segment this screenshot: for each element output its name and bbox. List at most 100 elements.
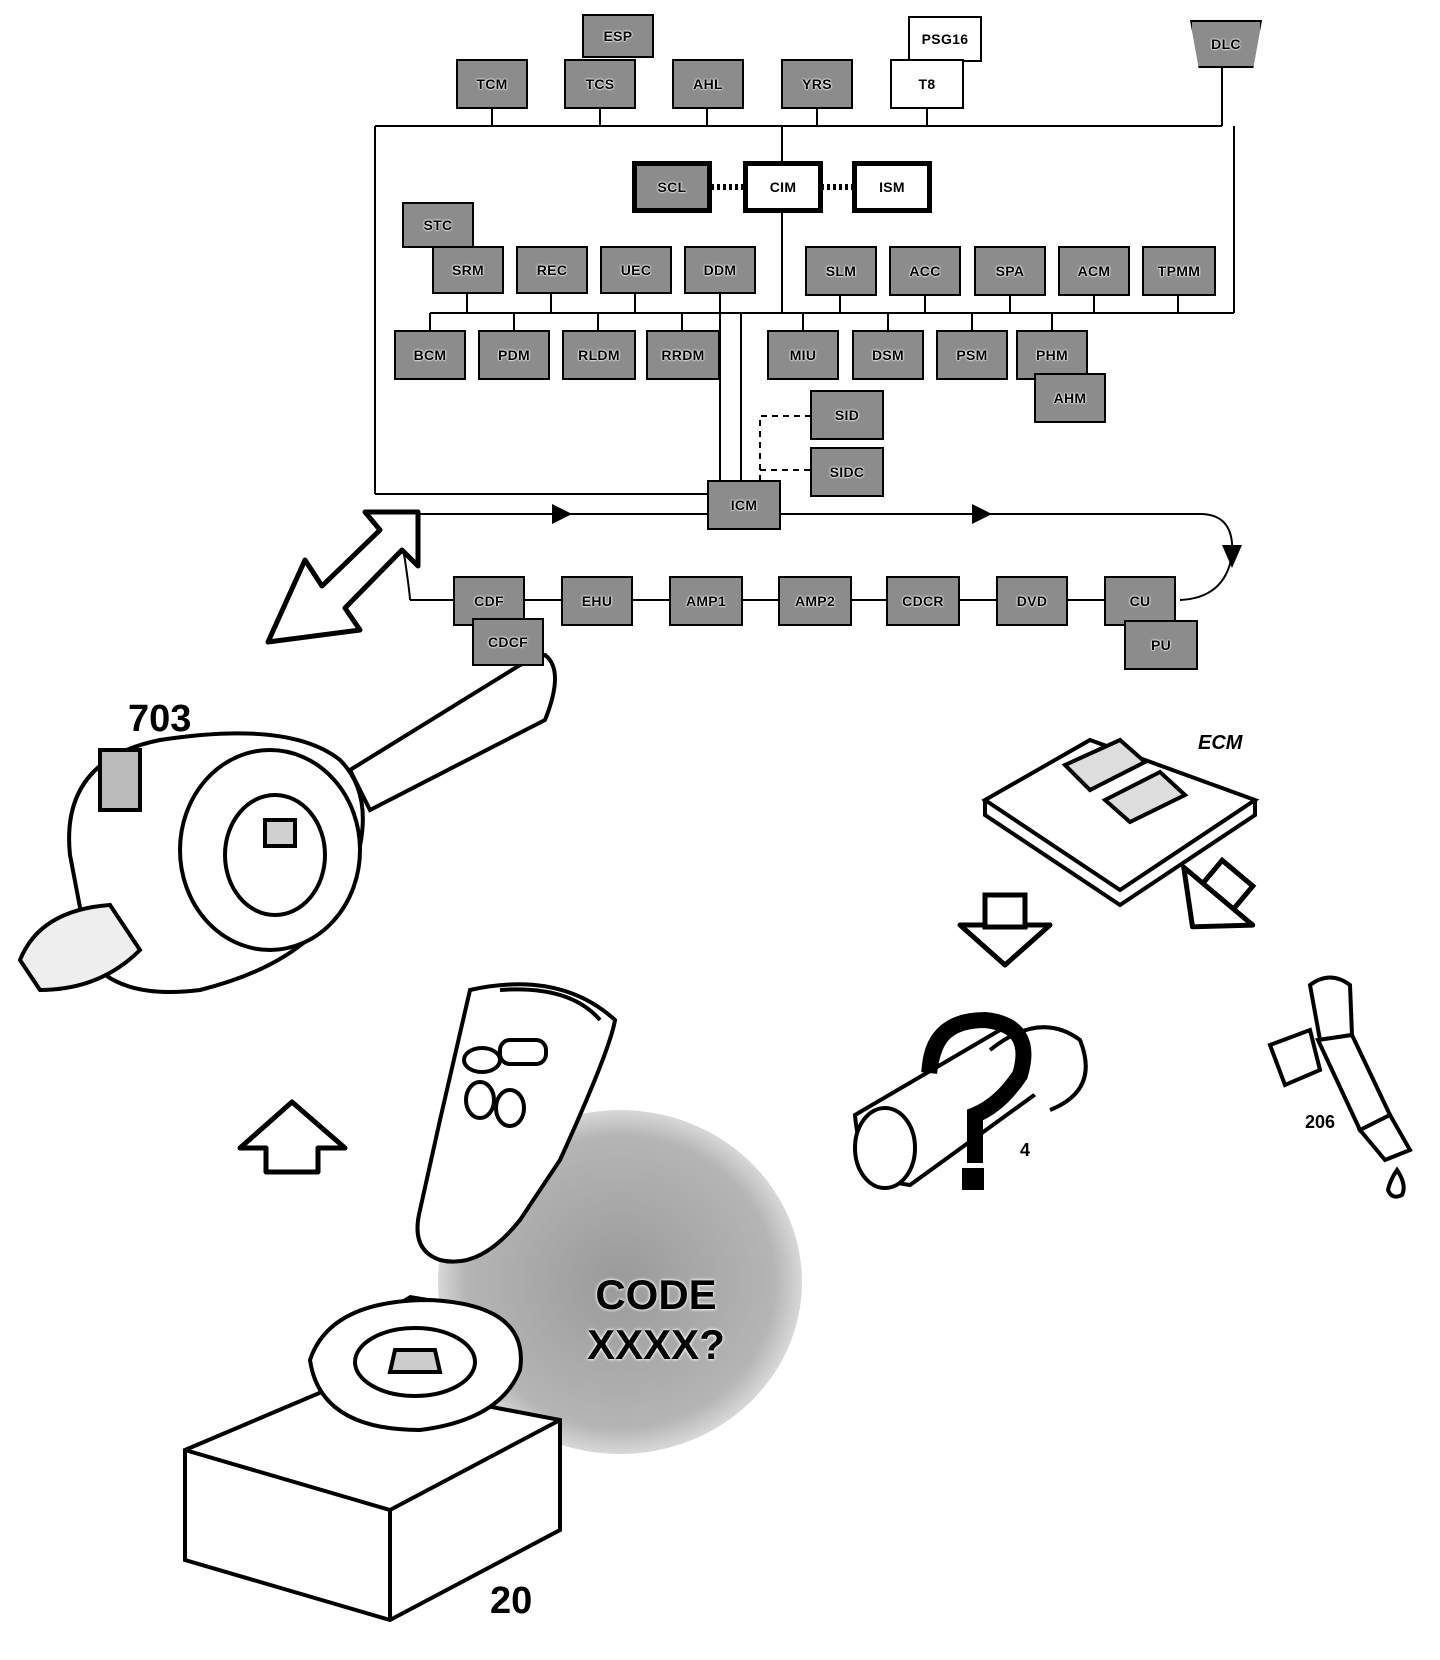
module-acm-label: ACM [1077, 263, 1111, 279]
module-esp-label: ESP [603, 28, 633, 44]
module-icm: ICM [707, 480, 781, 530]
question-mark-icon [921, 1011, 1032, 1163]
module-psg16: PSG16 [908, 16, 982, 62]
ignition-switch-icon [183, 1297, 562, 1623]
module-icm-label: ICM [730, 497, 758, 513]
up-arrow-icon [237, 1099, 348, 1175]
module-tpmm-label: TPMM [1157, 263, 1201, 279]
injector-number: 206 [1305, 1112, 1336, 1132]
module-slm-label: SLM [825, 263, 857, 279]
module-acc-label: ACC [909, 263, 941, 279]
code-prompt: CODE XXXX? [576, 1270, 736, 1370]
ecm-label: ECM [1198, 732, 1243, 754]
module-bcm: BCM [394, 330, 466, 380]
starter-motor-number: 4 [1020, 1140, 1031, 1160]
module-scl: SCL [632, 161, 712, 213]
module-ahm-label: AHM [1053, 390, 1087, 406]
module-amp1: AMP1 [669, 576, 743, 626]
module-sidc: SIDC [810, 447, 884, 497]
code-prompt-line1: CODE [595, 1271, 717, 1318]
module-tcs: TCS [564, 59, 636, 109]
module-psm: PSM [936, 330, 1008, 380]
module-tcs-label: TCS [585, 76, 615, 92]
key-fob-icon [415, 982, 618, 1264]
module-rldm: RLDM [562, 330, 636, 380]
fuel-injector-icon [1267, 975, 1413, 1199]
module-stc: STC [402, 202, 474, 248]
module-spa: SPA [974, 246, 1046, 296]
module-cdcr: CDCR [886, 576, 960, 626]
module-acm: ACM [1058, 246, 1130, 296]
steering-module-number: 703 [128, 698, 192, 740]
steering-column-module-icon [17, 652, 557, 994]
module-bcm-label: BCM [413, 347, 447, 363]
module-srm-label: SRM [451, 262, 484, 278]
module-sid-label: SID [834, 407, 860, 423]
module-cim-label: CIM [769, 179, 797, 195]
module-rrdm: RRDM [646, 330, 720, 380]
module-tcm: TCM [456, 59, 528, 109]
module-cu-label: CU [1129, 593, 1151, 609]
starter-motor-icon [852, 1025, 1088, 1190]
module-pu-label: PU [1150, 637, 1172, 653]
module-acc: ACC [889, 246, 961, 296]
module-tcm-label: TCM [476, 76, 508, 92]
module-srm: SRM [432, 246, 504, 294]
module-t8: T8 [890, 59, 964, 109]
module-sidc-label: SIDC [829, 464, 865, 480]
module-dlc-label: DLC [1211, 36, 1241, 52]
module-ehu-label: EHU [581, 593, 613, 609]
module-slm: SLM [805, 246, 877, 296]
module-spa-label: SPA [995, 263, 1025, 279]
module-cu: CU [1104, 576, 1176, 626]
module-yrs-label: YRS [802, 76, 832, 92]
module-t8-label: T8 [918, 76, 936, 92]
module-psg16-label: PSG16 [921, 31, 969, 47]
module-pdm: PDM [478, 330, 550, 380]
module-cdcr-label: CDCR [902, 593, 944, 609]
module-pdm-label: PDM [497, 347, 530, 363]
module-ehu: EHU [561, 576, 633, 626]
module-cdf-label: CDF [474, 593, 504, 609]
module-dvd-label: DVD [1016, 593, 1048, 609]
module-ahl-label: AHL [693, 76, 723, 92]
module-yrs: YRS [781, 59, 853, 109]
module-phm-label: PHM [1035, 347, 1068, 363]
module-miu: MIU [767, 330, 839, 380]
module-stc-label: STC [423, 217, 453, 233]
module-cdcf: CDCF [472, 618, 544, 666]
bidirectional-arrow-icon [265, 509, 421, 645]
module-ism-label: ISM [879, 179, 905, 195]
module-tpmm: TPMM [1142, 246, 1216, 296]
down-arrow-icon-1 [957, 922, 1053, 968]
module-uec-label: UEC [620, 262, 652, 278]
module-rec: REC [516, 246, 588, 294]
module-esp: ESP [582, 14, 654, 58]
module-amp2-label: AMP2 [794, 593, 836, 609]
module-dsm-label: DSM [871, 347, 904, 363]
module-dsm: DSM [852, 330, 924, 380]
code-prompt-line2: XXXX? [587, 1321, 725, 1368]
module-pu: PU [1124, 620, 1198, 670]
module-ism: ISM [852, 161, 932, 213]
module-cim: CIM [743, 161, 823, 213]
module-dvd: DVD [996, 576, 1068, 626]
module-miu-label: MIU [789, 347, 817, 363]
module-rec-label: REC [536, 262, 568, 278]
module-rrdm-label: RRDM [661, 347, 705, 363]
module-ddm: DDM [684, 246, 756, 294]
module-ahm: AHM [1034, 373, 1106, 423]
module-rldm-label: RLDM [578, 347, 620, 363]
module-sid: SID [810, 390, 884, 440]
module-dlc: DLC [1190, 20, 1262, 68]
ignition-switch-number: 20 [490, 1580, 533, 1622]
down-arrow-shaft-1 [982, 892, 1028, 930]
diag-arrow-icon [1181, 856, 1257, 930]
module-ddm-label: DDM [703, 262, 737, 278]
module-scl-label: SCL [657, 179, 687, 195]
module-ahl: AHL [672, 59, 744, 109]
module-phm: PHM [1016, 330, 1088, 380]
module-cdcf-label: CDCF [487, 634, 529, 650]
